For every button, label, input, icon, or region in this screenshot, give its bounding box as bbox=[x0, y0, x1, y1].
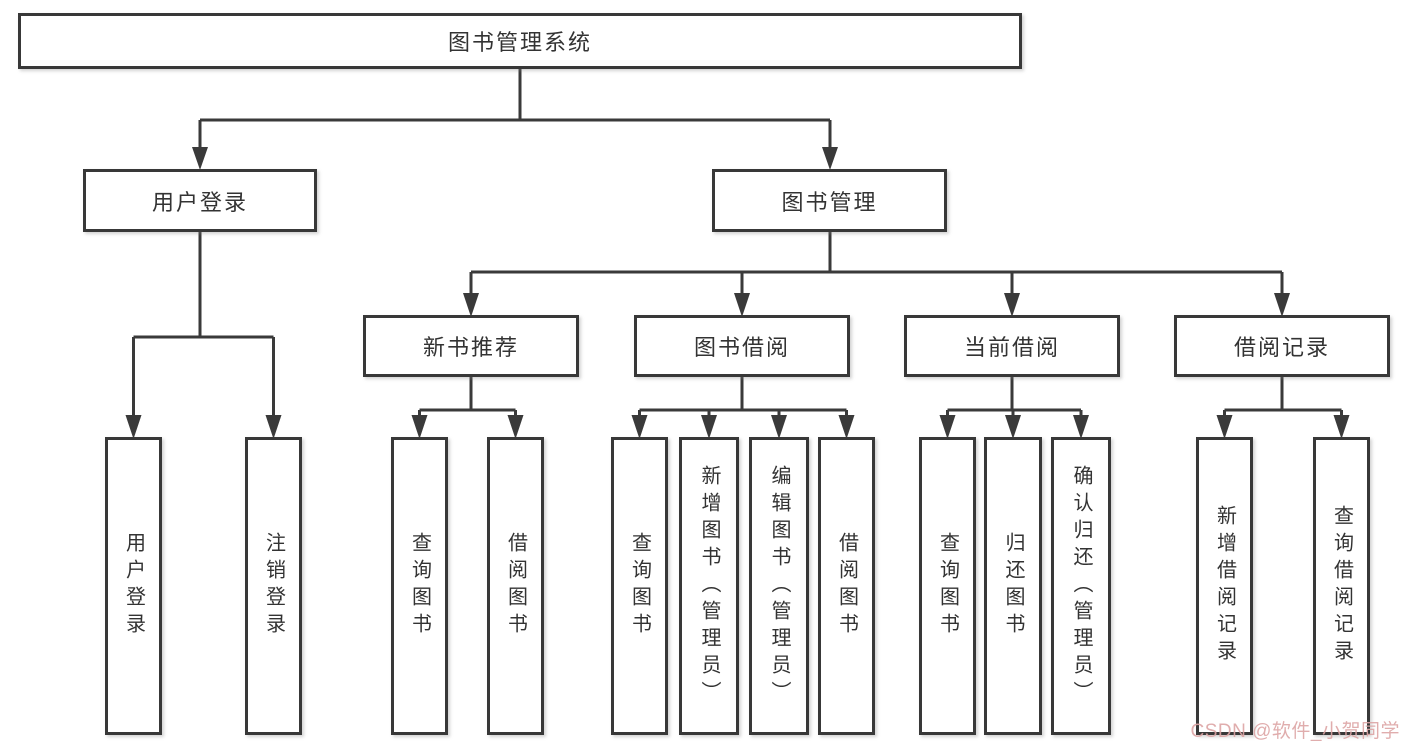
leaf-query-borrow-record: 查询借阅记录 bbox=[1313, 437, 1370, 735]
node-book-borrowing: 图书借阅 bbox=[634, 315, 850, 377]
wire-root-to-level2 bbox=[192, 69, 838, 170]
leaf-query-book-recommend: 查询图书 bbox=[391, 437, 448, 735]
node-new-book-recommend: 新书推荐 bbox=[363, 315, 579, 377]
leaf-query-book-borrowing: 查询图书 bbox=[611, 437, 668, 735]
node-borrowing-records: 借阅记录 bbox=[1174, 315, 1390, 377]
leaf-edit-book-admin: 编辑图书（管理员） bbox=[749, 437, 809, 735]
leaf-add-book-admin: 新增图书（管理员） bbox=[679, 437, 739, 735]
node-user-login-group: 用户登录 bbox=[83, 169, 317, 232]
node-current-borrowing: 当前借阅 bbox=[904, 315, 1120, 377]
leaf-query-book-current: 查询图书 bbox=[919, 437, 976, 735]
wire-records-to-leaves bbox=[1216, 377, 1350, 439]
wire-newbook-to-leaves bbox=[411, 377, 524, 439]
leaf-confirm-return-admin: 确认归还（管理员） bbox=[1051, 437, 1111, 735]
leaf-borrow-book-recommend: 借阅图书 bbox=[487, 437, 544, 735]
wire-login-to-leaves bbox=[125, 232, 282, 439]
leaf-user-login: 用户登录 bbox=[105, 437, 162, 735]
wire-bookmgmt-to-level3 bbox=[463, 232, 1290, 317]
leaf-return-book: 归还图书 bbox=[984, 437, 1042, 735]
wire-current-to-leaves bbox=[939, 377, 1089, 439]
leaf-borrow-book-borrowing: 借阅图书 bbox=[818, 437, 875, 735]
csdn-watermark: CSDN @软件_小贺同学 bbox=[1190, 721, 1400, 742]
node-book-management: 图书管理 bbox=[712, 169, 947, 232]
node-root-system: 图书管理系统 bbox=[18, 13, 1022, 69]
leaf-logout: 注销登录 bbox=[245, 437, 302, 735]
wire-borrow-to-leaves bbox=[631, 377, 855, 439]
leaf-add-borrow-record: 新增借阅记录 bbox=[1196, 437, 1253, 735]
